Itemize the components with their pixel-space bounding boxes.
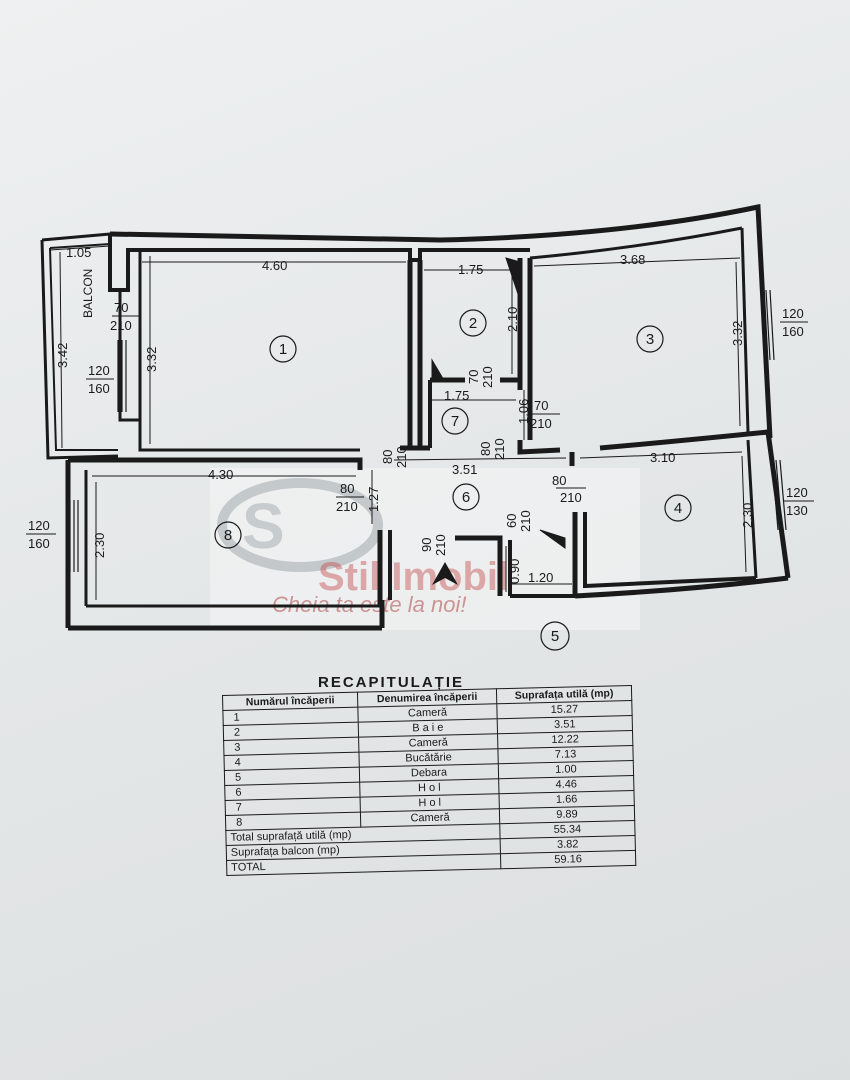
dim-room4-height: 2.30 — [740, 503, 755, 528]
dim-room4-width: 3.10 — [650, 450, 675, 465]
room-number-4: 4 — [674, 500, 682, 517]
recap-title: RECAPITULAȚIE — [318, 674, 464, 691]
room-number-7: 7 — [451, 413, 459, 430]
balcony-label: BALCON — [81, 269, 95, 318]
win-room3-w: 120 — [782, 306, 804, 321]
dim-room5-width: 1.20 — [528, 570, 553, 585]
total-value: 59.16 — [500, 850, 636, 869]
win-room4-h: 130 — [786, 503, 808, 518]
win-room8-w: 120 — [28, 518, 50, 533]
dim-room3-width: 3.68 — [620, 252, 645, 267]
room-number-5: 5 — [551, 628, 559, 645]
win-room3-h: 160 — [782, 324, 804, 339]
watermark-band — [210, 468, 640, 630]
windows — [69, 289, 787, 572]
entrance-arrow-icon — [432, 562, 458, 585]
dim-balcony-length: 3.42 — [55, 343, 70, 368]
room-markers: 1 2 3 4 5 6 7 8 — [214, 309, 692, 651]
door-room5-w: 60 — [504, 514, 519, 528]
dim-room2-height: 2.10 — [505, 307, 520, 332]
dimension-labels: 1.05 3.42 BALCON 4.60 3.32 1.75 2.10 3.6… — [55, 245, 755, 585]
dim-hall-width: 3.51 — [452, 462, 477, 477]
door-room2-h: 210 — [480, 366, 495, 388]
door-entrance-h: 210 — [433, 534, 448, 556]
door-room2-w: 70 — [466, 370, 481, 384]
door-room3-w: 70 — [534, 398, 548, 413]
door-room4-w: 80 — [552, 473, 566, 488]
room-number-1: 1 — [279, 341, 287, 358]
dim-room3-height: 3.32 — [730, 321, 745, 346]
dim-room5-height: 0.90 — [507, 559, 522, 584]
door-room7-w: 80 — [478, 442, 493, 456]
room-number-8: 8 — [224, 527, 232, 544]
dim-room1-height: 3.32 — [144, 347, 159, 372]
door-room8-h: 210 — [336, 499, 358, 514]
door-room7-h: 210 — [492, 438, 507, 460]
win-room8-h: 160 — [28, 536, 50, 551]
door-balcony-h: 210 — [110, 318, 132, 333]
dim-room8-width: 4.30 — [208, 467, 233, 482]
dim-balcony-width: 1.05 — [66, 245, 91, 260]
door-room4-h: 210 — [560, 490, 582, 505]
door-entrance-w: 90 — [419, 538, 434, 552]
dim-room7-width: 1.75 — [444, 388, 469, 403]
room-number-6: 6 — [462, 489, 470, 506]
dim-room7-height: 1.06 — [516, 399, 531, 424]
win-balcony-h: 160 — [88, 381, 110, 396]
watermark-logo: S — [217, 478, 383, 572]
room-number-3: 3 — [646, 331, 654, 348]
recap-table-wrapper: Numărul încăperii Denumirea încăperii Su… — [222, 685, 636, 876]
door-swings — [431, 257, 566, 549]
opening-labels: 70 210 120 160 120 160 70 210 70 210 80 … — [26, 300, 814, 556]
dim-room8-height: 2.30 — [92, 533, 107, 558]
room-number-2: 2 — [469, 315, 477, 332]
dim-room1-width: 4.60 — [262, 258, 287, 273]
floor-plan: S Stil Imobil Cheia ta este la noi! — [26, 203, 814, 651]
watermark-title: Stil Imobil — [318, 555, 509, 599]
svg-text:S: S — [242, 490, 285, 562]
dim-room2-width: 1.75 — [458, 262, 483, 277]
dimension-lines — [49, 245, 747, 600]
door-balcony-w: 70 — [114, 300, 128, 315]
win-balcony-w: 120 — [88, 363, 110, 378]
door-room1-w: 80 — [380, 450, 395, 464]
walls — [40, 203, 791, 631]
door-room1-h: 210 — [394, 446, 409, 468]
door-room5-h: 210 — [518, 510, 533, 532]
dim-hall-height: 1.27 — [366, 487, 381, 512]
door-room3-h: 210 — [530, 416, 552, 431]
recap-table: Numărul încăperii Denumirea încăperii Su… — [222, 685, 636, 876]
win-room4-w: 120 — [786, 485, 808, 500]
door-room8-w: 80 — [340, 481, 354, 496]
